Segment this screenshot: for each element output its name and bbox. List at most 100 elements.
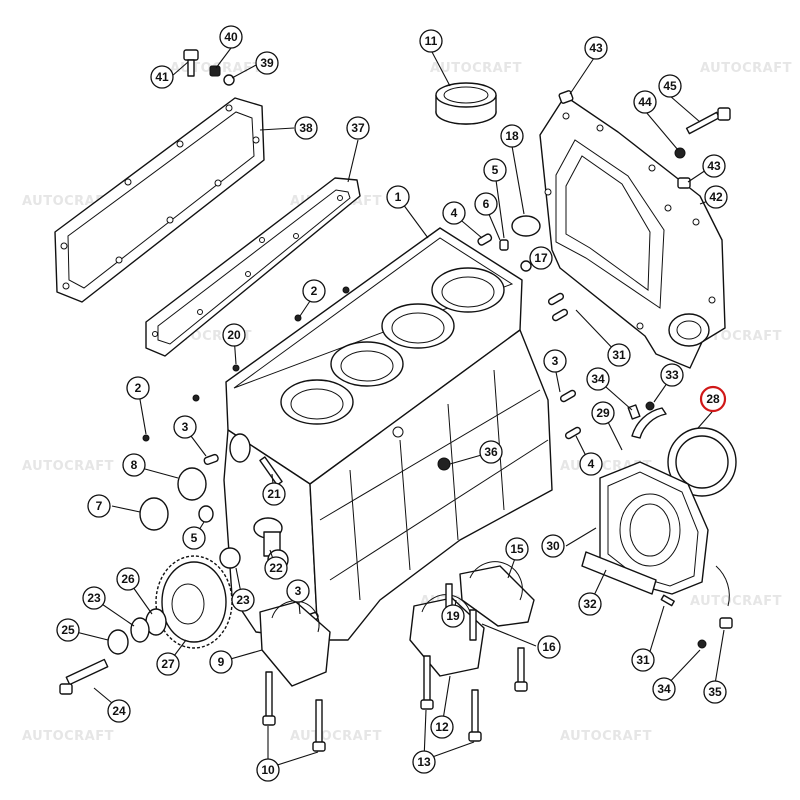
- callout-30: 30: [541, 534, 565, 558]
- callout-21: 21: [262, 482, 286, 506]
- callout-25: 25: [56, 618, 80, 642]
- callout-43b: 43: [702, 154, 726, 178]
- callout-12: 12: [430, 715, 454, 739]
- callout-42: 42: [704, 185, 728, 209]
- callout-41: 41: [150, 65, 174, 89]
- svg-text:AUTOCRAFT: AUTOCRAFT: [22, 729, 114, 744]
- callout-28-highlighted: 28: [699, 385, 727, 413]
- crank-gear-assembly: [59, 467, 289, 695]
- rear-plate-fasteners: [558, 90, 731, 189]
- svg-text:AUTOCRAFT: AUTOCRAFT: [690, 594, 782, 609]
- callout-3c: 3: [286, 579, 310, 603]
- callout-23a: 23: [82, 586, 106, 610]
- svg-text:28: 28: [706, 392, 720, 406]
- svg-text:23: 23: [87, 591, 101, 605]
- svg-text:8: 8: [131, 458, 138, 472]
- svg-text:20: 20: [227, 328, 241, 342]
- svg-text:22: 22: [269, 561, 283, 575]
- svg-text:34: 34: [591, 372, 605, 386]
- svg-text:25: 25: [61, 623, 75, 637]
- callout-4a: 4: [442, 201, 466, 225]
- svg-text:AUTOCRAFT: AUTOCRAFT: [22, 459, 114, 474]
- seal-ring-top: [435, 82, 497, 125]
- svg-text:15: 15: [510, 542, 524, 556]
- callout-39: 39: [255, 51, 279, 75]
- svg-text:19: 19: [446, 609, 460, 623]
- svg-text:AUTOCRAFT: AUTOCRAFT: [290, 729, 382, 744]
- callout-5a: 5: [483, 158, 507, 182]
- svg-text:39: 39: [260, 56, 274, 70]
- callout-31b: 31: [631, 648, 655, 672]
- svg-text:AUTOCRAFT: AUTOCRAFT: [700, 61, 792, 76]
- callout-3a: 3: [543, 349, 567, 373]
- svg-text:45: 45: [663, 79, 677, 93]
- callout-19: 19: [441, 604, 465, 628]
- side-cover-plate: [145, 177, 361, 357]
- callout-4b: 4: [579, 452, 603, 476]
- svg-text:AUTOCRAFT: AUTOCRAFT: [430, 61, 522, 76]
- svg-text:38: 38: [299, 121, 313, 135]
- svg-text:13: 13: [417, 755, 431, 769]
- rear-end-plate: [539, 95, 726, 369]
- callout-23b: 23: [231, 588, 255, 612]
- svg-text:2: 2: [311, 284, 318, 298]
- callout-9: 9: [209, 650, 233, 674]
- svg-text:31: 31: [636, 653, 650, 667]
- side-cover-gasket: [54, 97, 265, 303]
- callout-34a: 34: [586, 367, 610, 391]
- callout-38: 38: [294, 116, 318, 140]
- svg-text:35: 35: [708, 685, 722, 699]
- svg-text:5: 5: [191, 531, 198, 545]
- callout-6: 6: [474, 192, 498, 216]
- svg-text:43: 43: [707, 159, 721, 173]
- svg-text:18: 18: [505, 129, 519, 143]
- svg-text:37: 37: [351, 121, 365, 135]
- callout-2a: 2: [302, 279, 326, 303]
- callout-36: 36: [479, 440, 503, 464]
- svg-text:6: 6: [483, 197, 490, 211]
- callout-32: 32: [578, 592, 602, 616]
- callout-10: 10: [256, 758, 280, 782]
- callout-20: 20: [222, 323, 246, 347]
- stud-21: [259, 456, 283, 486]
- callout-45: 45: [658, 74, 682, 98]
- dowel-pins: [142, 233, 582, 624]
- svg-text:43: 43: [589, 41, 603, 55]
- svg-text:24: 24: [112, 704, 126, 718]
- callout-2b: 2: [126, 376, 150, 400]
- callout-3b: 3: [173, 415, 197, 439]
- cap-bolts: [262, 583, 528, 752]
- svg-text:AUTOCRAFT: AUTOCRAFT: [560, 729, 652, 744]
- svg-text:12: 12: [435, 720, 449, 734]
- svg-text:40: 40: [224, 30, 238, 44]
- svg-text:3: 3: [182, 420, 189, 434]
- callout-40: 40: [219, 25, 243, 49]
- svg-text:32: 32: [583, 597, 597, 611]
- svg-text:7: 7: [96, 499, 103, 513]
- leader-lines: [67, 47, 725, 769]
- svg-text:1: 1: [395, 190, 402, 204]
- svg-text:44: 44: [638, 95, 652, 109]
- svg-text:36: 36: [484, 445, 498, 459]
- svg-text:16: 16: [542, 640, 556, 654]
- svg-text:11: 11: [425, 34, 438, 48]
- svg-text:33: 33: [665, 368, 679, 382]
- callout-15: 15: [505, 537, 529, 561]
- callout-31a: 31: [607, 343, 631, 367]
- callout-43a: 43: [584, 36, 608, 60]
- svg-text:17: 17: [534, 251, 548, 265]
- svg-text:41: 41: [155, 70, 169, 84]
- callout-34b: 34: [652, 677, 676, 701]
- svg-text:5: 5: [492, 163, 499, 177]
- svg-text:29: 29: [596, 406, 610, 420]
- callout-17: 17: [529, 246, 553, 270]
- callout-27: 27: [156, 652, 180, 676]
- oil-seal-18: [511, 215, 541, 237]
- svg-text:10: 10: [261, 763, 275, 777]
- svg-text:26: 26: [121, 572, 135, 586]
- callout-layer: 40 41 39 11 43 45 44 38 37 18 43 5 42 1 …: [56, 25, 728, 782]
- callout-18: 18: [500, 124, 524, 148]
- callout-5b: 5: [182, 526, 206, 550]
- callout-22: 22: [264, 556, 288, 580]
